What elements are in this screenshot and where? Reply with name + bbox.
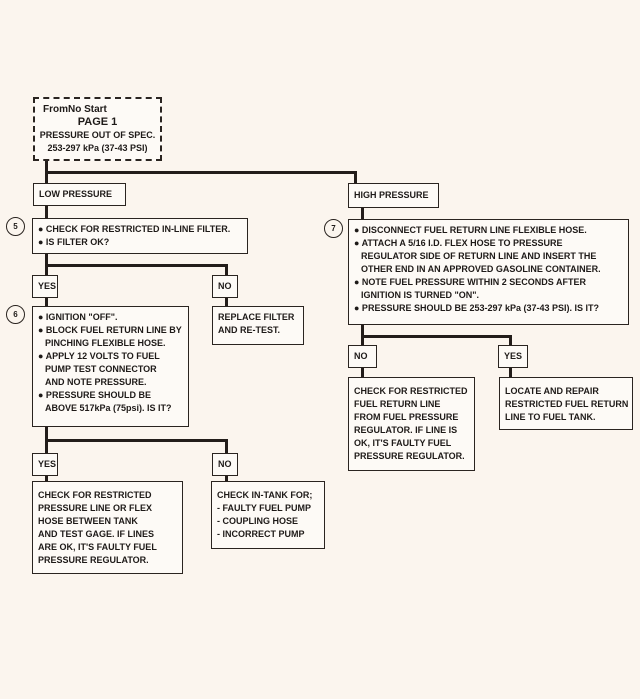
step-5-marker: 5 xyxy=(6,217,25,236)
yes-label-box: YES xyxy=(32,453,58,476)
result-line: PRESSURE REGULATOR. xyxy=(354,451,465,461)
step-5-box: ● CHECK FOR RESTRICTED IN-LINE FILTER. ●… xyxy=(32,218,248,254)
step-6-line: ● APPLY 12 VOLTS TO FUEL xyxy=(38,351,160,361)
result-line: FROM FUEL PRESSURE xyxy=(354,412,459,422)
step-6-line: ● PRESSURE SHOULD BE xyxy=(38,390,151,400)
low-pressure-label: LOW PRESSURE xyxy=(39,189,113,199)
restricted-pressure-line-box: CHECK FOR RESTRICTED PRESSURE LINE OR FL… xyxy=(32,481,183,574)
step-7-line: ● NOTE FUEL PRESSURE WITHIN 2 SECONDS AF… xyxy=(354,277,586,287)
result-line: CHECK FOR RESTRICTED xyxy=(38,490,152,500)
result-line: PRESSURE LINE OR FLEX xyxy=(38,503,153,513)
yes-label-box: YES xyxy=(32,275,58,298)
connector xyxy=(45,264,228,267)
step-6-box: ● IGNITION "OFF". ● BLOCK FUEL RETURN LI… xyxy=(32,306,189,427)
result-line: FUEL RETURN LINE xyxy=(354,399,441,409)
connector xyxy=(225,297,228,307)
connector xyxy=(45,439,228,442)
step-7-box: ● DISCONNECT FUEL RETURN LINE FLEXIBLE H… xyxy=(348,219,629,325)
result-line: OK, IT'S FAULTY FUEL xyxy=(354,438,452,448)
connector xyxy=(45,297,48,307)
yes-label: YES xyxy=(38,281,57,291)
step-5-line: ● CHECK FOR RESTRICTED IN-LINE FILTER. xyxy=(38,224,231,234)
result-line: HOSE BETWEEN TANK xyxy=(38,516,138,526)
connector xyxy=(509,367,512,378)
replace-filter-box: REPLACE FILTER AND RE-TEST. xyxy=(212,306,304,345)
result-line: - COUPLING HOSE xyxy=(217,516,299,526)
step-7-line: IGNITION IS TURNED "ON". xyxy=(361,290,480,300)
connector xyxy=(225,264,228,276)
result-line: CHECK IN-TANK FOR; xyxy=(217,490,313,500)
high-pressure-label: HIGH PRESSURE xyxy=(354,190,429,200)
result-line: ARE OK, IT'S FAULTY FUEL xyxy=(38,542,157,552)
step-7-line: REGULATOR SIDE OF RETURN LINE AND INSERT… xyxy=(361,251,597,261)
step-6-line: PINCHING FLEXIBLE HOSE. xyxy=(45,338,166,348)
connector xyxy=(225,439,228,454)
connector xyxy=(45,205,48,219)
no-label: NO xyxy=(218,459,232,469)
result-line: - INCORRECT PUMP xyxy=(217,529,305,539)
step-7-line: ● ATTACH A 5/16 I.D. FLEX HOSE TO PRESSU… xyxy=(354,238,563,248)
low-pressure-box: LOW PRESSURE xyxy=(33,183,126,206)
replace-line: AND RE-TEST. xyxy=(218,325,281,335)
result-line: PRESSURE REGULATOR. xyxy=(38,555,149,565)
result-line: REGULATOR. IF LINE IS xyxy=(354,425,458,435)
start-page: PAGE 1 xyxy=(77,116,118,128)
step-7-line: OTHER END IN AN APPROVED GASOLINE CONTAI… xyxy=(361,264,601,274)
result-line: LINE TO FUEL TANK. xyxy=(505,412,596,422)
high-pressure-box: HIGH PRESSURE xyxy=(348,183,439,208)
connector xyxy=(45,171,357,174)
no-label-box: NO xyxy=(348,345,377,368)
step-7-marker: 7 xyxy=(324,219,343,238)
result-line: - FAULTY FUEL PUMP xyxy=(217,503,312,513)
locate-repair-box: LOCATE AND REPAIR RESTRICTED FUEL RETURN… xyxy=(499,377,633,430)
connector xyxy=(509,335,512,346)
result-line: CHECK FOR RESTRICTED xyxy=(354,386,468,396)
connector xyxy=(45,475,48,482)
yes-label-box: YES xyxy=(498,345,528,368)
check-in-tank-box: CHECK IN-TANK FOR; - FAULTY FUEL PUMP - … xyxy=(211,481,325,549)
connector xyxy=(361,335,512,338)
connector xyxy=(361,367,364,378)
restricted-return-line-box: CHECK FOR RESTRICTED FUEL RETURN LINE FR… xyxy=(348,377,475,471)
no-label: NO xyxy=(354,351,368,361)
step-7-line: ● PRESSURE SHOULD BE 253-297 kPa (37-43 … xyxy=(354,303,600,313)
result-line: RESTRICTED FUEL RETURN xyxy=(505,399,629,409)
step-6-line: PUMP TEST CONNECTOR xyxy=(45,364,157,374)
connector xyxy=(354,171,357,184)
no-label-box: NO xyxy=(212,275,238,298)
start-from: FromNo Start xyxy=(43,104,107,115)
yes-label: YES xyxy=(504,351,523,361)
result-line: AND TEST GAGE. IF LINES xyxy=(38,529,155,539)
no-label-box: NO xyxy=(212,453,238,476)
connector xyxy=(225,475,228,482)
step-6-line: ABOVE 517kPa (75psi). IS IT? xyxy=(45,403,172,413)
start-box: FromNo Start PAGE 1 PRESSURE OUT OF SPEC… xyxy=(33,97,162,161)
step-7-line: ● DISCONNECT FUEL RETURN LINE FLEXIBLE H… xyxy=(354,225,587,235)
step-5-line: ● IS FILTER OK? xyxy=(38,237,110,247)
yes-label: YES xyxy=(38,459,57,469)
step-6-line: ● IGNITION "OFF". xyxy=(38,312,118,322)
replace-line: REPLACE FILTER xyxy=(218,312,295,322)
result-line: LOCATE AND REPAIR xyxy=(505,386,599,396)
no-label: NO xyxy=(218,281,232,291)
step-6-marker: 6 xyxy=(6,305,25,324)
connector xyxy=(361,207,364,220)
step-6-line: ● BLOCK FUEL RETURN LINE BY xyxy=(38,325,182,335)
step-6-line: AND NOTE PRESSURE. xyxy=(45,377,147,387)
start-title: PRESSURE OUT OF SPEC. xyxy=(39,130,156,140)
start-range: 253-297 kPa (37-43 PSI) xyxy=(47,143,148,153)
